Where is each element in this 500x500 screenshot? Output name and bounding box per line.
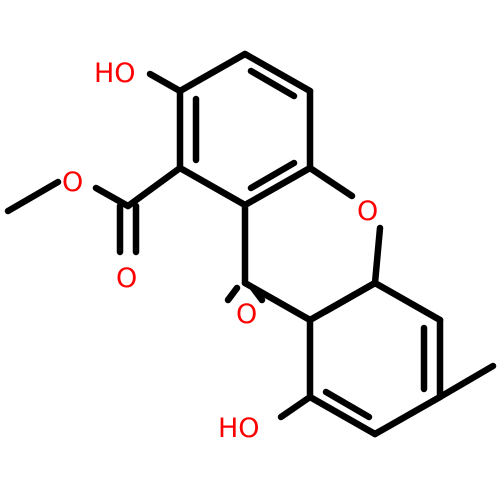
bond (4, 178, 62, 215)
hydroxyl-label-top: HO (94, 58, 136, 89)
hydroxyl-bond-bottom (277, 393, 314, 421)
bond (224, 284, 241, 304)
bond (241, 164, 314, 209)
hydroxyl-label-bottom: HO (218, 413, 260, 444)
bond (176, 50, 249, 95)
bond (322, 279, 379, 315)
ketone-oxygen-label: O (236, 299, 257, 330)
methyl-bond (436, 362, 497, 401)
bond (247, 67, 298, 100)
bond (322, 388, 373, 421)
methoxy-oxygen-label: O (62, 167, 83, 198)
bond (371, 224, 384, 287)
bond (124, 164, 184, 210)
bond (249, 284, 266, 304)
ester-group (4, 164, 184, 256)
ketone-group (224, 284, 266, 304)
bond (247, 159, 298, 192)
ring-oxygen-label: O (357, 196, 378, 227)
upper-benzene-ring (176, 50, 314, 209)
ester-carbonyl-oxygen-label: O (116, 263, 137, 294)
bond (371, 279, 444, 324)
bond (306, 393, 379, 438)
bond (371, 393, 444, 438)
hydroxyl-bond-top (146, 70, 184, 95)
bond (241, 50, 314, 95)
lower-benzene-ring (306, 279, 444, 438)
bond (306, 164, 356, 200)
bond (176, 164, 249, 209)
bond (92, 184, 132, 210)
